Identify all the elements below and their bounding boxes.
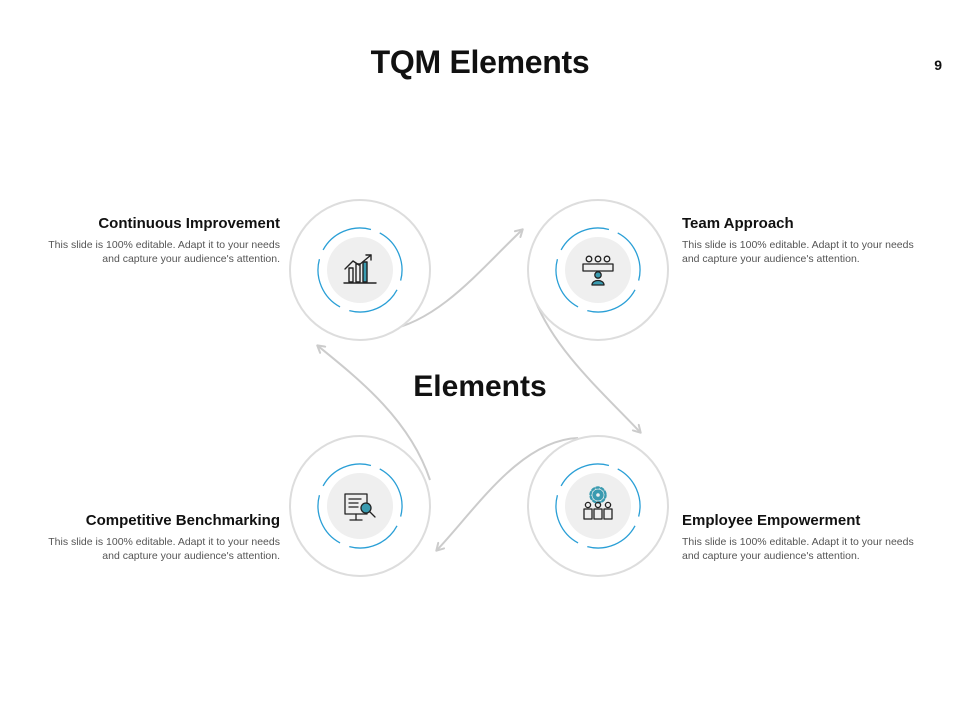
document-analysis-icon [344, 493, 376, 521]
node-competitive-benchmarking [289, 435, 431, 577]
growth-chart-icon [343, 254, 377, 284]
center-label: Elements [413, 370, 547, 403]
text-block-employee-empowerment: Employee Empowerment This slide is 100% … [682, 512, 932, 563]
node-continuous-improvement [289, 199, 431, 341]
node-team-approach [527, 199, 669, 341]
element-title: Team Approach [682, 215, 794, 232]
text-block-continuous-improvement: Continuous Improvement This slide is 100… [30, 215, 280, 266]
element-title: Competitive Benchmarking [85, 512, 280, 529]
arrow-employee-to-benchmarking [435, 437, 579, 552]
arrow-team-to-employee [534, 299, 642, 434]
connector-arrows [316, 228, 642, 552]
text-block-team-approach: Team Approach This slide is 100% editabl… [682, 215, 932, 266]
team-meeting-icon [582, 255, 614, 286]
text-block-competitive-benchmarking: Competitive Benchmarking This slide is 1… [30, 512, 280, 563]
node-employee-empowerment [527, 435, 669, 577]
page-number: 9 [934, 57, 942, 73]
element-description: This slide is 100% editable. Adapt it to… [48, 536, 280, 562]
element-title: Employee Empowerment [682, 512, 861, 529]
team-gear-icon [583, 486, 613, 520]
arrow-continuous-to-team [387, 228, 524, 331]
element-description: This slide is 100% editable. Adapt it to… [682, 536, 914, 562]
element-description: This slide is 100% editable. Adapt it to… [682, 239, 914, 265]
element-title: Continuous Improvement [98, 215, 280, 232]
slide-title: TQM Elements [370, 44, 590, 80]
arrow-benchmarking-to-continuous [316, 344, 431, 481]
element-description: This slide is 100% editable. Adapt it to… [48, 239, 280, 265]
